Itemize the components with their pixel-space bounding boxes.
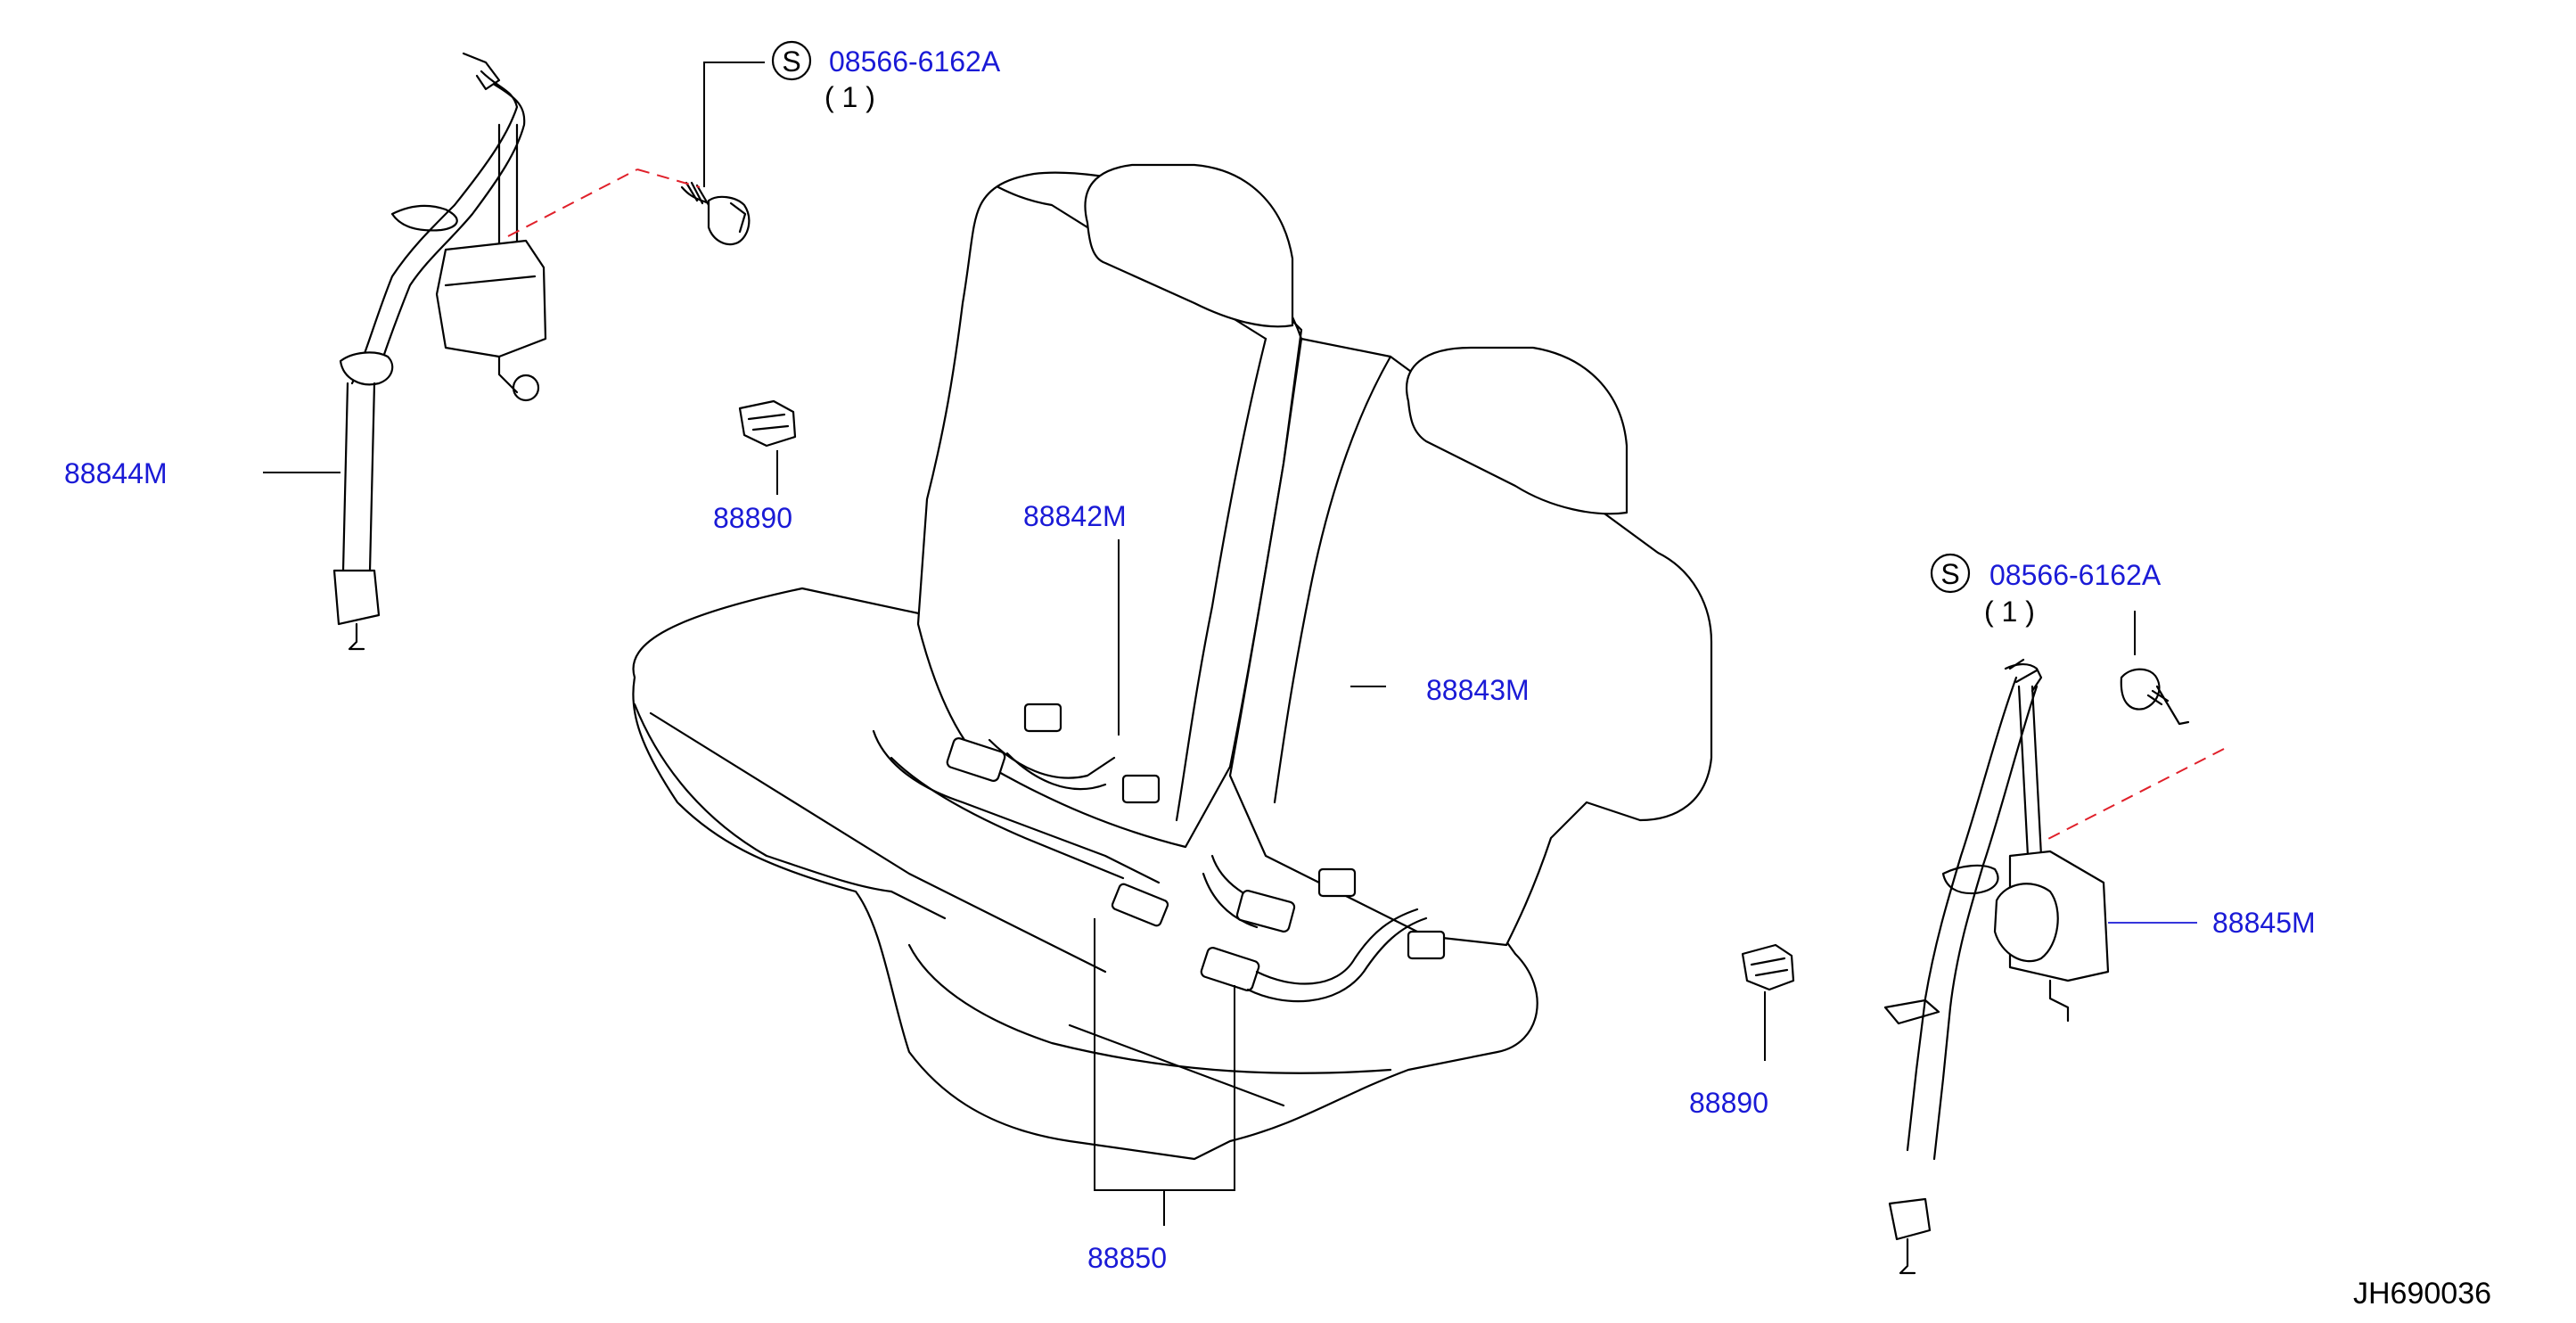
right-anchor-bolt <box>2120 668 2190 726</box>
rear-seat-illustration <box>632 163 1713 1161</box>
buckle-center-part-number[interactable]: 88850 <box>1087 1242 1167 1274</box>
right-clip-88890 <box>1741 943 1795 991</box>
left-seat-belt-retractor <box>332 52 547 651</box>
right-bolt-s-symbol: S <box>1940 558 1959 590</box>
left-bolt-s-symbol-circle <box>771 40 812 81</box>
right-seat-belt-retractor <box>1883 658 2110 1275</box>
left-bolt-part-number[interactable]: 08566-6162A <box>829 45 1001 78</box>
left-anchor-bolt <box>680 181 751 246</box>
right-bolt-dash-line <box>2040 748 2225 843</box>
clip-left-part-number[interactable]: 88890 <box>713 502 792 534</box>
right-bolt-part-number[interactable]: 08566-6162A <box>1989 559 2162 591</box>
buckle-right-part-number[interactable]: 88843M <box>1426 674 1530 706</box>
clip-right-part-number[interactable]: 88890 <box>1689 1087 1768 1119</box>
left-bolt-dash-line-2 <box>636 168 701 188</box>
left-bolt-dash-line <box>507 168 638 237</box>
left-bolt-quantity: ( 1 ) <box>824 81 875 113</box>
left-bolt-s-symbol: S <box>782 45 800 78</box>
diagram-code: JH690036 <box>2353 1277 2491 1311</box>
belt-left-part-number[interactable]: 88844M <box>64 457 168 489</box>
buckle-left-part-number[interactable]: 88842M <box>1023 500 1127 532</box>
leader-lines <box>263 62 2197 1226</box>
right-bolt-s-symbol-circle <box>1930 553 1971 594</box>
right-bolt-quantity: ( 1 ) <box>1984 596 2035 628</box>
left-clip-88890 <box>738 399 797 448</box>
belt-right-part-number[interactable]: 88845M <box>2212 907 2316 939</box>
